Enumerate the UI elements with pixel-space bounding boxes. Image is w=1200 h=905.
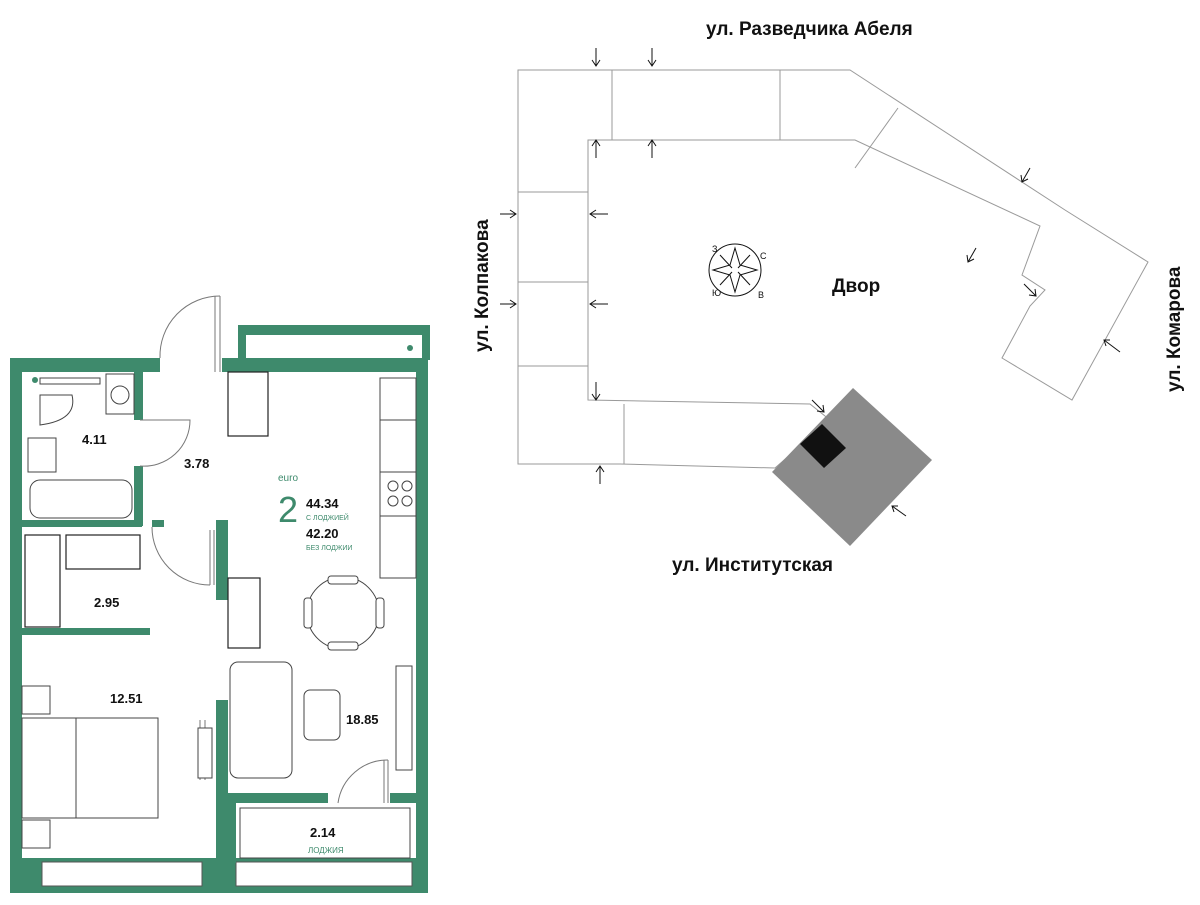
loggia-door <box>337 759 389 804</box>
area-without-loggia-label: БЕЗ ЛОДЖИИ <box>306 545 352 552</box>
compass-icon <box>708 243 762 297</box>
street-west: ул. Колпакова <box>472 219 493 352</box>
current-building <box>772 388 932 546</box>
bathroom-door <box>139 419 191 467</box>
area-without-loggia: 42.20 <box>306 526 339 541</box>
apartment-plan: 4.11 3.78 2.95 12.51 18.85 2.14 ЛОДЖИЯ e… <box>10 295 430 893</box>
area-with-loggia: 44.34 <box>306 496 339 511</box>
bed <box>21 685 213 849</box>
compass-east: В <box>758 290 764 300</box>
kitchen-cabinets <box>379 377 417 579</box>
entrance-arrows <box>500 48 1121 517</box>
interior-walls <box>22 372 416 863</box>
sofa <box>229 661 413 779</box>
street-north: ул. Разведчика Абеля <box>706 19 913 40</box>
room-area-bedroom: 12.51 <box>110 691 143 706</box>
building-outline <box>517 69 1149 469</box>
compass-north: С <box>760 251 767 261</box>
marker-dot <box>32 377 38 383</box>
rooms-count: 2 <box>278 489 298 530</box>
courtyard-label: Двор <box>832 276 880 297</box>
loggia-label: ЛОДЖИЯ <box>308 846 344 855</box>
room-area-wardrobe: 2.95 <box>94 595 119 610</box>
compass-south: Ю <box>712 288 721 298</box>
room-area-bathroom: 4.11 <box>82 432 107 447</box>
street-east: ул. Комарова <box>1164 266 1185 392</box>
marker-dot <box>407 345 413 351</box>
room-area-hallway: 3.78 <box>184 456 209 471</box>
street-south: ул. Институтская <box>672 555 833 576</box>
loggia <box>239 807 411 859</box>
room-area-kitchen-living: 18.85 <box>346 712 379 727</box>
bathroom-fixtures <box>27 373 135 519</box>
area-with-loggia-label: С ЛОДЖИЕЙ <box>306 513 349 522</box>
windows <box>41 861 413 887</box>
apartment-class: euro <box>278 473 298 484</box>
dining-table <box>303 575 385 651</box>
site-plan: С В Ю З Двор ул. Разведчика Абеля ул. Ин… <box>472 19 1185 576</box>
entrance-door <box>159 295 221 372</box>
radiators <box>24 371 269 649</box>
room-area-loggia: 2.14 <box>310 825 336 840</box>
wardrobe-door <box>151 526 215 586</box>
compass-west: З <box>712 244 717 254</box>
